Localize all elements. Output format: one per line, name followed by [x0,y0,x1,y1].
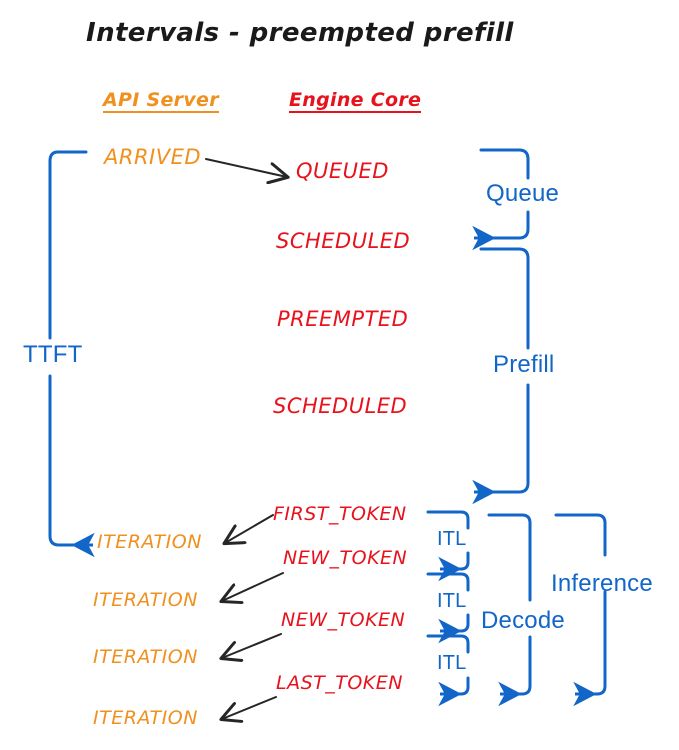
interval-label-itl-3: ITL [437,652,467,674]
arrow-new-token-2-to-iteration [222,633,282,658]
interval-label-itl-1: ITL [437,528,467,550]
event-arrived: ARRIVED [104,145,202,169]
interval-label-decode: Decode [481,607,565,634]
event-iteration-4: ITERATION [93,707,198,729]
event-scheduled-1: SCHEDULED [276,229,411,253]
event-last-token: LAST_TOKEN [276,672,403,694]
arrow-last-token-to-iteration [222,696,277,719]
event-queued: QUEUED [296,159,389,183]
event-iteration-2: ITERATION [93,589,198,611]
event-new-token-2: NEW_TOKEN [281,609,406,631]
interval-label-itl-2: ITL [437,590,467,612]
event-scheduled-2: SCHEDULED [273,394,408,418]
event-first-token: FIRST_TOKEN [273,503,407,525]
decode-bracket [487,513,532,696]
event-iteration-1: ITERATION [97,531,202,553]
arrow-arrived-to-queued [205,158,287,177]
interval-label-prefill: Prefill [493,351,555,378]
event-iteration-3: ITERATION [93,646,198,668]
column-header-engine-core: Engine Core [289,89,422,113]
event-new-token-1: NEW_TOKEN [283,547,408,569]
inference-bracket [554,513,607,696]
event-preempted: PREEMPTED [277,307,409,331]
diagram-title: Intervals - preempted prefill [86,18,514,48]
arrow-first-token-to-iteration [225,514,274,543]
interval-label-queue: Queue [486,180,560,207]
interval-label-ttft: TTFT [23,341,83,368]
column-header-api-server: API Server [103,89,219,113]
arrow-new-token-1-to-iteration [222,572,284,601]
interval-label-inference: Inference [551,570,653,597]
